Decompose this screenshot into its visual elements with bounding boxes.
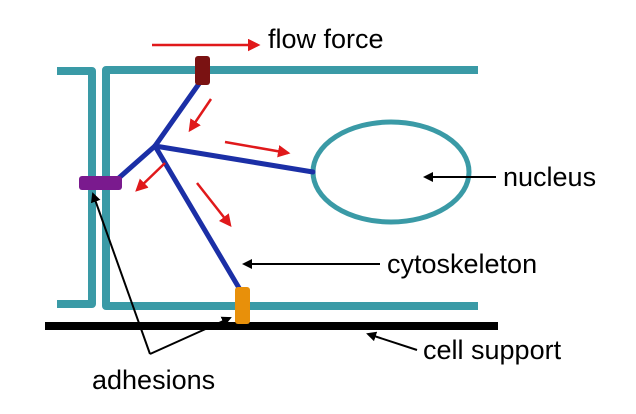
adhesion-top: [195, 56, 210, 85]
cytoskeleton-fiber-bottom: [152, 143, 245, 296]
cytoskeleton-fiber-top: [152, 75, 206, 149]
pointer-arrows: [90, 172, 496, 355]
adhesions-pointer-bottom: [149, 316, 232, 355]
cell-support-pointer: [366, 331, 418, 351]
force-arrow-bottom: [196, 182, 232, 227]
force-arrow-nucleus: [224, 140, 291, 158]
adhesion-left: [79, 176, 122, 190]
flow-force-label: flow force: [268, 24, 384, 54]
force-arrows: [135, 38, 291, 227]
adhesions-pointer-left: [90, 192, 151, 355]
cytoskeleton-label: cytoskeleton: [387, 249, 537, 279]
adhesions-label: adhesions: [92, 365, 215, 395]
force-arrow-left: [135, 162, 166, 192]
cytoskeleton: [109, 75, 316, 296]
adhesion-bottom: [235, 287, 250, 324]
nucleus: [310, 119, 472, 225]
nucleus-label: nucleus: [503, 162, 596, 192]
force-arrow-top: [188, 98, 213, 133]
cytoskeleton-fiber-nucleus: [152, 143, 316, 175]
cell-support-label: cell support: [423, 335, 562, 365]
